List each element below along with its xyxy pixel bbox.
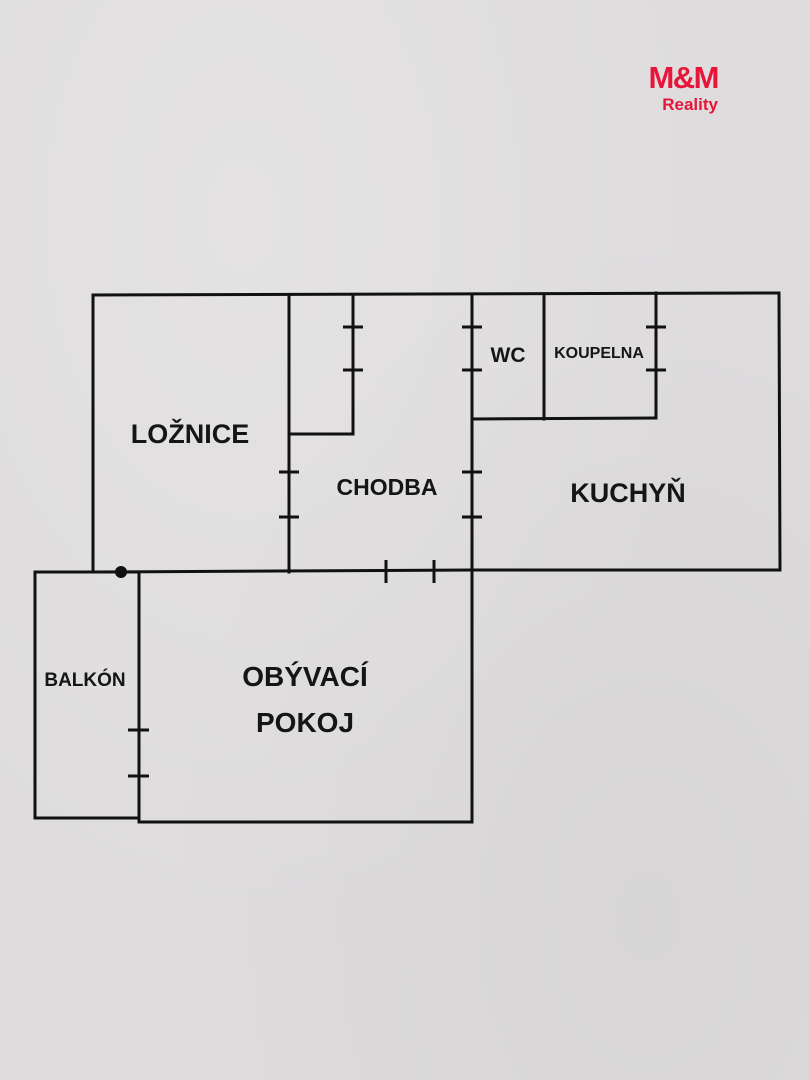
room-label-wc: WC [491,344,526,367]
mm-reality-logo: M&M Reality [618,60,722,120]
room-label-loznice: LOŽNICE [131,418,250,449]
room-label-pokoj: POKOJ [256,707,354,738]
wall-wc-bottom [470,416,658,421]
room-labels: LOŽNICE CHODBA WC KOUPELNA KUCHYŇ BALKÓN… [44,344,685,738]
logo-mark: M&M [648,60,719,95]
door-marks [128,325,666,778]
wall-upper-outline [91,291,782,574]
wall-obyvaci-outline [137,568,474,824]
room-label-koupelna: KOUPELNA [554,345,644,362]
room-label-balkon: BALKÓN [44,669,125,691]
room-label-kuchyn: KUCHYŇ [570,477,686,508]
room-label-chodba: CHODBA [337,474,438,500]
walls [33,291,782,824]
logo-subtitle: Reality [662,95,718,114]
wall-upper-bottom [91,568,473,574]
wall-balkon-outline [33,570,141,820]
wall-joint-dot [115,566,127,578]
room-label-obyvaci: OBÝVACÍ [242,661,369,692]
wall-closet [287,293,355,436]
